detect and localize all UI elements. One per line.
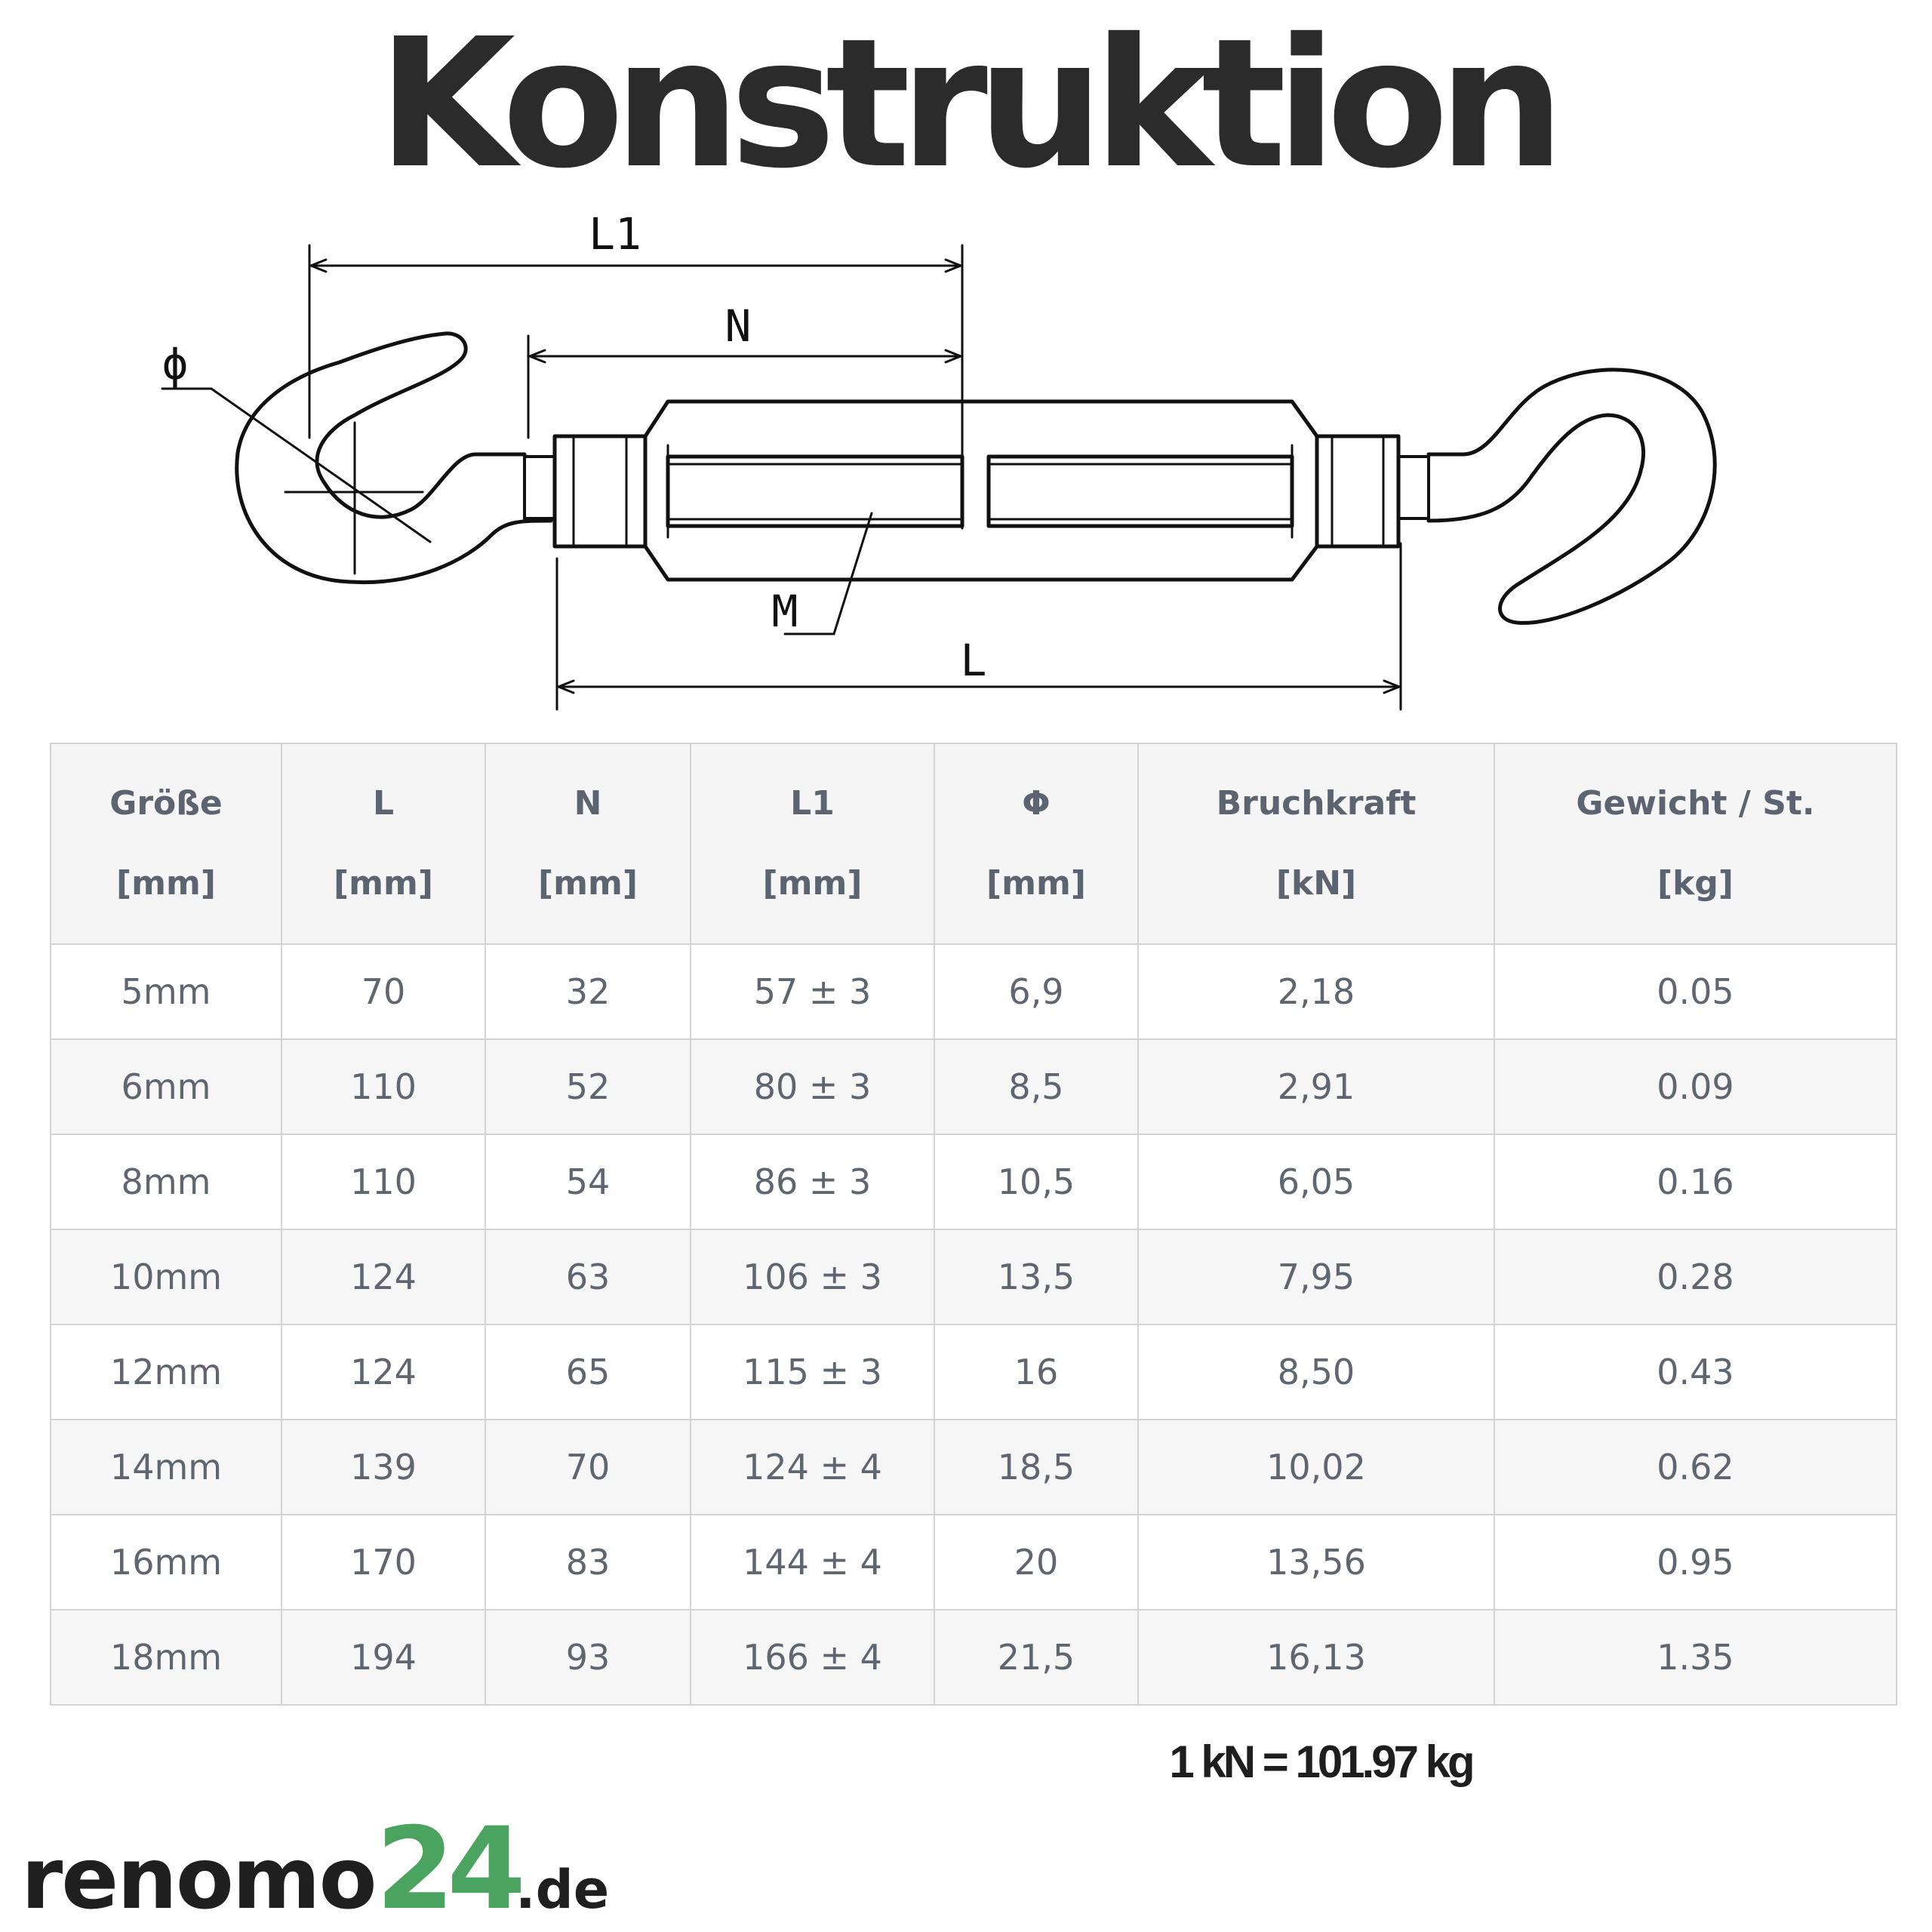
cell-l: 170	[281, 1514, 486, 1611]
cell-l: 124	[281, 1229, 486, 1325]
cell-size: 6mm	[50, 1038, 282, 1135]
cell-phi: 20	[934, 1514, 1139, 1611]
column-header-l1: L1[mm]	[690, 743, 935, 945]
cell-phi: 13,5	[934, 1229, 1139, 1325]
cell-phi: 10,5	[934, 1134, 1139, 1230]
cell-weight: 0.95	[1494, 1514, 1897, 1611]
cell-size: 18mm	[50, 1609, 282, 1706]
cell-l: 194	[281, 1609, 486, 1706]
cell-n: 63	[485, 1229, 691, 1325]
cell-weight: 0.28	[1494, 1229, 1897, 1325]
logo-text-de: .de	[515, 1859, 609, 1921]
renomo24-logo: renomo 24 .de	[21, 1781, 625, 1924]
cell-l1: 106 ± 3	[690, 1229, 935, 1325]
column-header-n: N[mm]	[485, 743, 691, 945]
page-title: Konstruktion	[377, 0, 1564, 208]
cell-breaking-force: 10,02	[1137, 1419, 1495, 1515]
cell-l1: 57 ± 3	[690, 943, 935, 1040]
cell-l1: 166 ± 4	[690, 1609, 935, 1706]
cell-weight: 1.35	[1494, 1609, 1897, 1706]
cell-phi: 6,9	[934, 943, 1139, 1040]
cell-size: 5mm	[50, 943, 282, 1040]
cell-n: 54	[485, 1134, 691, 1230]
cell-size: 10mm	[50, 1229, 282, 1325]
cell-l: 110	[281, 1038, 486, 1135]
cell-size: 14mm	[50, 1419, 282, 1515]
table-row: 16mm 170 83 144 ± 4 20 13,56 0.95	[50, 1514, 1897, 1611]
cell-n: 70	[485, 1419, 691, 1515]
logo-text-renomo: renomo	[21, 1830, 376, 1924]
column-header-size: Größe[mm]	[50, 743, 282, 945]
cell-phi: 18,5	[934, 1419, 1139, 1515]
cell-l: 139	[281, 1419, 486, 1515]
cell-n: 93	[485, 1609, 691, 1706]
cell-breaking-force: 13,56	[1137, 1514, 1495, 1611]
cell-l: 110	[281, 1134, 486, 1230]
cell-l: 70	[281, 943, 486, 1040]
table-row: 14mm 139 70 124 ± 4 18,5 10,02 0.62	[50, 1419, 1897, 1515]
table-row: 18mm 194 93 166 ± 4 21,5 16,13 1.35	[50, 1609, 1897, 1706]
column-header-l: L[mm]	[281, 743, 486, 945]
turnbuckle-technical-drawing: L1 N ϕ M L	[0, 204, 1932, 732]
cell-size: 8mm	[50, 1134, 282, 1230]
cell-weight: 0.16	[1494, 1134, 1897, 1230]
cell-phi: 16	[934, 1324, 1139, 1420]
dimension-label-n: N	[725, 300, 752, 352]
cell-breaking-force: 6,05	[1137, 1134, 1495, 1230]
table-row: 5mm 70 32 57 ± 3 6,9 2,18 0.05	[50, 943, 1897, 1040]
cell-l: 124	[281, 1324, 486, 1420]
table-header-row: Größe[mm] L[mm] N[mm] L1[mm] Φ[mm] Bruch…	[50, 743, 1897, 945]
specification-table: Größe[mm] L[mm] N[mm] L1[mm] Φ[mm] Bruch…	[50, 743, 1897, 1706]
cell-n: 52	[485, 1038, 691, 1135]
cell-n: 65	[485, 1324, 691, 1420]
dimension-label-phi: ϕ	[162, 338, 189, 389]
cell-breaking-force: 7,95	[1137, 1229, 1495, 1325]
cell-breaking-force: 8,50	[1137, 1324, 1495, 1420]
column-header-breaking-force: Bruchkraft[kN]	[1137, 743, 1495, 945]
cell-size: 16mm	[50, 1514, 282, 1611]
cell-breaking-force: 2,91	[1137, 1038, 1495, 1135]
table-row: 12mm 124 65 115 ± 3 16 8,50 0.43	[50, 1324, 1897, 1420]
cell-l1: 144 ± 4	[690, 1514, 935, 1611]
cell-l1: 86 ± 3	[690, 1134, 935, 1230]
dimension-label-m: M	[772, 586, 798, 637]
cell-l1: 80 ± 3	[690, 1038, 935, 1135]
unit-conversion-note: 1 kN = 101.97 kg	[1169, 1737, 1475, 1787]
table-row: 10mm 124 63 106 ± 3 13,5 7,95 0.28	[50, 1229, 1897, 1325]
cell-phi: 21,5	[934, 1609, 1139, 1706]
cell-l1: 124 ± 4	[690, 1419, 935, 1515]
cell-size: 12mm	[50, 1324, 282, 1420]
table-row: 8mm 110 54 86 ± 3 10,5 6,05 0.16	[50, 1134, 1897, 1230]
cell-l1: 115 ± 3	[690, 1324, 935, 1420]
cell-weight: 0.43	[1494, 1324, 1897, 1420]
cell-breaking-force: 16,13	[1137, 1609, 1495, 1706]
cell-weight: 0.09	[1494, 1038, 1897, 1135]
cell-breaking-force: 2,18	[1137, 943, 1495, 1040]
table-row: 6mm 110 52 80 ± 3 8,5 2,91 0.09	[50, 1038, 1897, 1135]
cell-n: 32	[485, 943, 691, 1040]
cell-weight: 0.62	[1494, 1419, 1897, 1515]
cell-phi: 8,5	[934, 1038, 1139, 1135]
logo-text-24: 24	[376, 1804, 521, 1924]
dimension-label-l1: L1	[589, 208, 641, 260]
dimension-label-l: L	[961, 635, 987, 686]
cell-n: 83	[485, 1514, 691, 1611]
cell-weight: 0.05	[1494, 943, 1897, 1040]
column-header-weight: Gewicht / St.[kg]	[1494, 743, 1897, 945]
column-header-phi: Φ[mm]	[934, 743, 1139, 945]
